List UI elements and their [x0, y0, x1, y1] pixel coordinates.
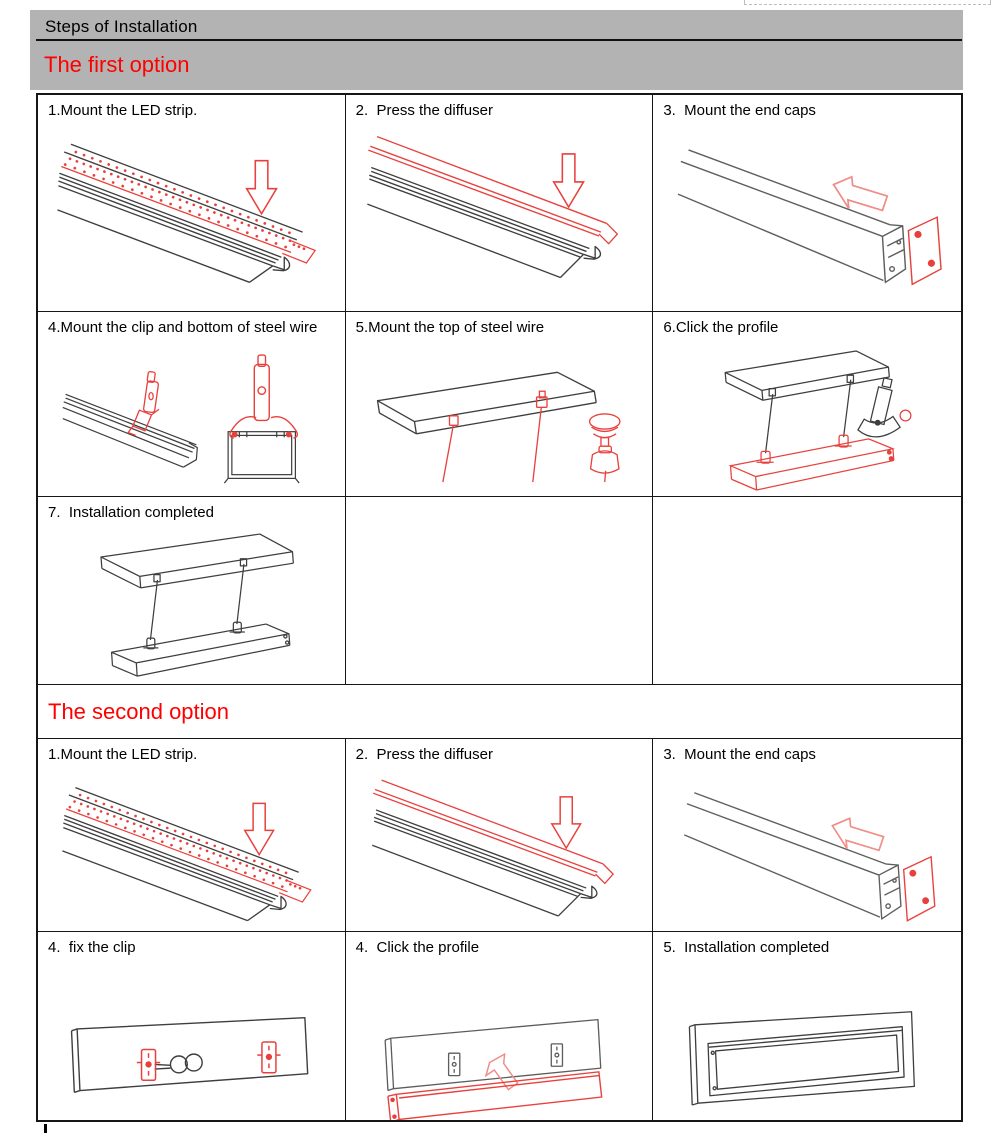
- up-left-arrow-icon: [484, 1052, 519, 1091]
- illustration-installation-completed-wall: [688, 1010, 916, 1106]
- profile-lines: [57, 143, 303, 283]
- up-left-arrow-icon: [831, 816, 885, 852]
- step-cell-opt2-5: 4. Click the profile: [346, 932, 654, 1120]
- header-band: Steps of Installation The first option: [30, 10, 963, 90]
- step-label: 3. Mount the end caps: [663, 746, 816, 763]
- led-dots: [63, 150, 310, 252]
- title-underline: [36, 39, 962, 41]
- wall-mounted-light: [688, 1010, 916, 1106]
- gripper-detail: [857, 376, 912, 438]
- wire-gripper: [229, 354, 299, 439]
- illustration-mount-led-strip: [57, 143, 317, 283]
- hanging-light: [100, 533, 295, 677]
- step-cell-opt1-1: 1.Mount the LED strip.: [38, 95, 346, 312]
- clip-and-gripper: [127, 370, 160, 436]
- step-cell-opt2-3: 3. Mount the end caps: [653, 739, 961, 932]
- illustration-mount-end-caps: [684, 791, 936, 922]
- end-cap: [903, 855, 936, 922]
- diffuser-lines: [367, 135, 618, 245]
- cross-section: [223, 430, 300, 484]
- step-cell-opt1-4: 4.Mount the clip and bottom of steel wir…: [38, 312, 346, 497]
- illustration-top-steel-wire: [376, 371, 621, 482]
- empty-cell: [345, 497, 654, 685]
- illustration-clip-and-wire: [62, 354, 300, 484]
- illustration-click-profile-wall: [384, 1018, 603, 1120]
- step-cell-opt1-7: 7. Installation completed: [38, 497, 346, 685]
- profile-lines: [371, 809, 598, 917]
- led-strip-lines: [61, 165, 317, 264]
- illustration-click-profile: [724, 350, 912, 491]
- clips: [137, 1041, 281, 1081]
- down-arrow-icon: [243, 802, 275, 856]
- step-cell-opt2-2: 2. Press the diffuser: [345, 739, 654, 932]
- illustration-installation-completed: [100, 533, 295, 677]
- ceiling-and-wires: [724, 350, 891, 454]
- empty-cell: [653, 497, 961, 685]
- step-label: 5. Installation completed: [663, 939, 830, 956]
- red-profile: [387, 1070, 603, 1120]
- step-label: 1.Mount the LED strip.: [48, 746, 198, 763]
- profile-lines: [62, 786, 299, 921]
- first-option-heading: The first option: [44, 52, 190, 77]
- diffuser-lines: [372, 779, 614, 884]
- step-label: 6.Click the profile: [663, 319, 779, 336]
- steps-table: 1.Mount the LED strip.: [36, 93, 963, 1122]
- profile-lines: [678, 149, 907, 283]
- ceiling-panel: [376, 371, 597, 435]
- led-strip-lines: [65, 808, 312, 903]
- step-label: 2. Press the diffuser: [355, 746, 493, 763]
- down-arrow-icon: [550, 795, 582, 850]
- step-label: 7. Installation completed: [48, 504, 214, 521]
- illustration-mount-end-caps: [678, 149, 943, 286]
- step-cell-opt1-2: 2. Press the diffuser: [345, 95, 654, 312]
- step-cell-opt2-4: 4. fix the clip: [38, 932, 346, 1120]
- step-label: 4. Click the profile: [355, 939, 480, 956]
- step-label: 2. Press the diffuser: [355, 102, 493, 119]
- second-option-heading-row: The second option: [38, 685, 961, 739]
- illustration-press-diffuser: [371, 779, 614, 917]
- down-arrow-icon: [551, 152, 585, 209]
- step-cell-opt1-6: 6.Click the profile: [653, 312, 961, 497]
- profile-lines: [684, 791, 902, 920]
- profile-lines: [366, 166, 601, 278]
- wires-and-fittings: [441, 390, 621, 482]
- red-profile: [728, 434, 896, 491]
- mount-plate: [71, 1016, 309, 1093]
- step-label: 1.Mount the LED strip.: [48, 102, 198, 119]
- mount-plate: [384, 1018, 602, 1091]
- illustration-mount-led-strip: [62, 786, 312, 921]
- led-dots: [68, 793, 306, 891]
- step-label: 5.Mount the top of steel wire: [355, 319, 545, 336]
- illustration-press-diffuser: [366, 135, 618, 278]
- step-cell-opt1-5: 5.Mount the top of steel wire: [345, 312, 654, 497]
- step-cell-opt1-3: 3. Mount the end caps: [653, 95, 961, 312]
- cropped-textbox-edge: [744, 0, 991, 5]
- end-cap: [907, 215, 943, 286]
- step-cell-opt2-1: 1.Mount the LED strip.: [38, 739, 346, 932]
- bar-lines: [62, 393, 198, 468]
- step-label: 3. Mount the end caps: [663, 102, 816, 119]
- step-label: 4. fix the clip: [48, 939, 136, 956]
- down-arrow-icon: [245, 159, 278, 216]
- doc-title: Steps of Installation: [45, 17, 198, 36]
- step-label: 4.Mount the clip and bottom of steel wir…: [48, 319, 318, 336]
- caret-mark: [44, 1124, 47, 1133]
- step-cell-opt2-6: 5. Installation completed: [653, 932, 961, 1120]
- second-option-heading: The second option: [48, 698, 230, 724]
- illustration-fix-the-clip: [71, 1016, 309, 1093]
- up-left-arrow-icon: [832, 175, 889, 212]
